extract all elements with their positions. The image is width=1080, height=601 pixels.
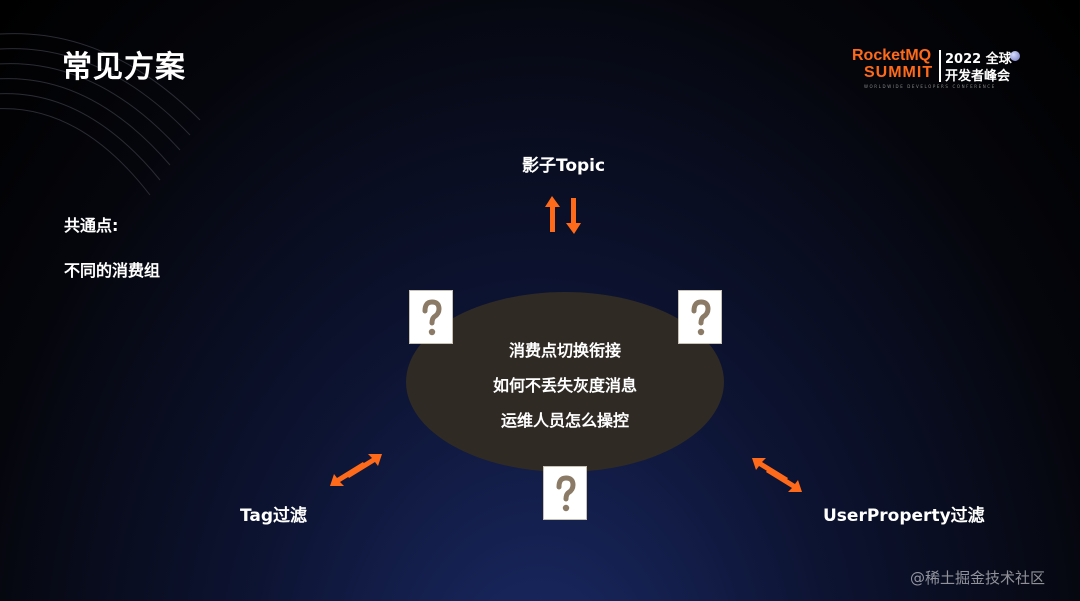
rocketmq-summit-logo: RocketMQ SUMMIT 2022 全球 开发者峰会 WORLDWIDE … <box>852 47 1032 92</box>
common-text: 不同的消费组 <box>64 261 161 280</box>
tag-filter-label: Tag过滤 <box>240 506 308 526</box>
logo-rocketmq-text: RocketMQ <box>852 47 932 64</box>
page-title: 常见方案 <box>62 50 186 85</box>
shadow-topic-label: 影子Topic <box>522 156 606 176</box>
logo-summit-text: SUMMIT <box>864 64 934 81</box>
decorative-swirl <box>0 33 201 196</box>
question-mark-icon <box>691 299 711 336</box>
userproperty-filter-label: UserProperty过滤 <box>823 506 985 526</box>
planet-icon <box>1010 51 1020 61</box>
up-down-arrows-icon <box>545 196 581 234</box>
logo-year-text: 2022 全球 <box>945 52 1012 67</box>
question-mark-icon <box>556 475 576 512</box>
left-exchange-arrows-icon <box>330 454 382 486</box>
logo-divider <box>939 50 941 82</box>
right-exchange-arrows-icon <box>752 458 802 492</box>
ellipse-line-3: 运维人员怎么操控 <box>500 411 629 430</box>
common-heading: 共通点: <box>64 216 119 235</box>
logo-conference-text: 开发者峰会 <box>945 69 1011 84</box>
ellipse-line-2: 如何不丢失灰度消息 <box>492 376 637 395</box>
logo-tagline: WORLDWIDE DEVELOPERS CONFERENCE <box>864 84 996 89</box>
question-box-bottom <box>543 466 587 520</box>
center-ellipse <box>406 292 724 472</box>
question-box-left <box>409 290 453 344</box>
watermark: @稀土掘金技术社区 <box>910 569 1046 587</box>
question-mark-icon <box>422 299 442 336</box>
question-box-right <box>678 290 722 344</box>
ellipse-line-1: 消费点切换衔接 <box>508 341 621 360</box>
